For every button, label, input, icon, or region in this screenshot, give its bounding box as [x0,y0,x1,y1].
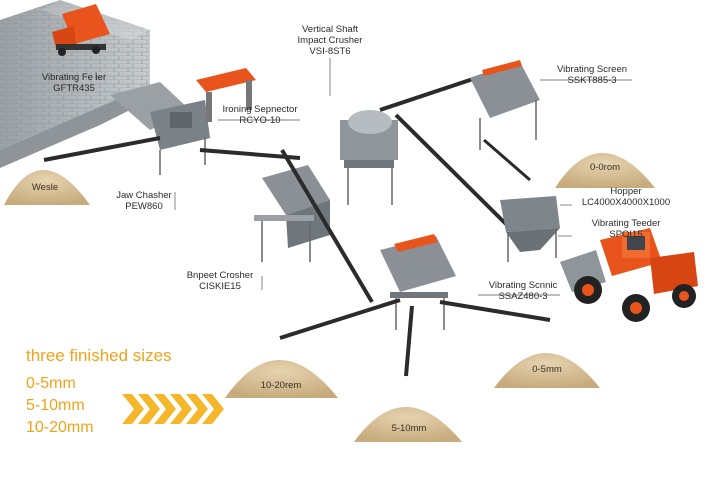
chevron-arrows-icon [122,394,224,424]
retaining-wall [0,0,150,168]
label-vibrating-feeder-top: Vibrating Fe ier GFTR435 [34,72,114,94]
finished-sizes-legend: three finished sizes 0-5mm 5-10mm 10-20m… [26,346,172,439]
size-item: 5-10mm [26,397,85,414]
chevron-icon [202,394,224,424]
pile-left [225,360,338,398]
label-line: SSKT885-3 [567,75,617,86]
pile-label-waste: Wesle [31,182,59,193]
conveyor-output-left [279,298,401,340]
conveyor-impact-out [280,148,374,304]
finished-sizes-title: three finished sizes [26,346,172,365]
label-line: Hopper [610,186,642,197]
hopper-unit [500,196,560,262]
chevron-icon [154,394,176,424]
label-line: CISKIE15 [199,281,241,292]
chevron-icon [138,394,160,424]
vsi-crusher-unit [340,110,398,205]
label-line: Bnpeet Crosher [186,270,254,281]
label-hopper: Hopper LC4000X4000X1000 [566,186,686,208]
label-iron-separator: Ironing Sepnector RCYO-10 [208,104,312,126]
label-vibrating-feeder-right: Vibrating Teeder SPOI15 [576,218,676,240]
label-line: SSAZ480-3 [498,291,548,302]
chevron-icon [170,394,192,424]
label-vsi-crusher: Vertical Shaft Impact Crusher VSI-8ST6 [280,24,380,57]
iron-separator [196,68,256,122]
conveyor-output-right [439,300,551,322]
label-impact-crusher: Bnpeet Crosher CISKIE15 [178,270,262,292]
pile-label-top-right: 0-0rom [589,162,621,173]
vibrating-screen-top-unit [470,60,540,150]
waste-pile [4,170,90,205]
label-line: Jaw Chasher [116,190,172,201]
label-line: PEW860 [125,201,163,212]
label-line: Vibrating Scnnic [488,280,558,291]
label-line: Vibrating Fe ier [41,72,107,83]
label-line: Ironing Sepnector [222,104,298,115]
pile-right [494,353,600,388]
label-line: SPOI15 [609,229,643,240]
chevron-icon [122,394,144,424]
pile-center [354,407,462,442]
label-line: GFTR435 [53,83,95,94]
leader-lines [95,58,632,296]
label-line: RCYO-10 [239,115,281,126]
dump-truck [52,4,110,56]
pile-label-center: 5-10mm [391,423,427,434]
label-vibrating-screen-mid: Vibrating Scnnic SSAZ480-3 [478,280,568,302]
label-jaw-crusher: Jaw Chasher PEW860 [104,190,184,212]
conveyor-screen-return [483,138,531,182]
label-line: Vibrating Teeder [591,218,661,229]
conveyor-hopper [394,113,512,230]
label-vibrating-screen-top: Vibrating Screen SSKT885-3 [540,64,644,86]
size-item: 10-20mm [26,419,94,436]
label-line: Impact Crusher [297,35,363,46]
vibrating-screen-mid-unit [380,234,456,330]
jaw-crusher-unit [110,82,210,175]
pile-top-right [555,153,655,188]
pile-label-right: 0-5mm [532,364,562,375]
label-line: LC4000X4000X1000 [581,197,671,208]
pile-label-left: 10-20rem [260,380,302,391]
size-item: 0-5mm [26,375,76,392]
chevron-icon [186,394,208,424]
conveyor-output-center [404,305,414,377]
conveyor-waste [43,136,161,162]
label-line: Vertical Shaft [302,24,358,35]
wheel-loader [560,228,698,322]
label-line: VSI-8ST6 [309,46,351,57]
conveyor-jaw-out [199,148,301,160]
label-line: Vibrating Screen [556,64,628,75]
